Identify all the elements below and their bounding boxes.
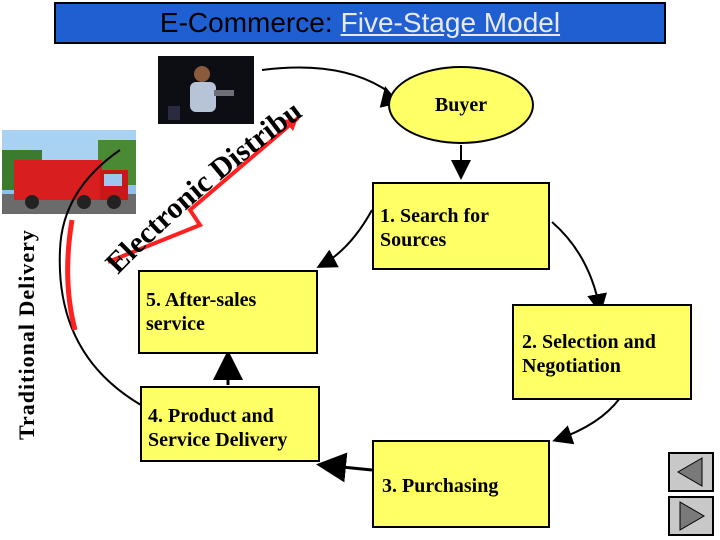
next-slide-button[interactable] [668, 496, 714, 536]
stage-4-box: 4. Product and Service Delivery [140, 386, 320, 462]
title-link[interactable]: Five-Stage Model [340, 7, 561, 38]
stage-5-box: 5. After-sales service [138, 270, 318, 354]
title-bar: E-Commerce: Five-Stage Model [54, 2, 666, 44]
stage-3-label: 3. Purchasing [382, 475, 499, 497]
arrow-selection-to-purchasing [552, 397, 621, 445]
stage-2-label: 2. Selection and Negotiation [522, 331, 656, 377]
stage-2-box: 2. Selection and Negotiation [512, 304, 692, 400]
stage-1-label: 1. Search for Sources [380, 205, 489, 251]
prev-slide-button[interactable] [668, 452, 714, 492]
arrow-buyer-loop [261, 66, 387, 91]
traditional-delivery-label: Traditional Delivery [14, 229, 39, 440]
presenter-photo [158, 56, 254, 124]
stage-3-box: 3. Purchasing [372, 440, 550, 528]
arrow-purchasing-to-delivery [316, 452, 373, 483]
stage-4-label: 4. Product and Service Delivery [148, 405, 288, 451]
buyer-node: Buyer [388, 66, 534, 144]
arrow-search-to-presenter [316, 209, 373, 268]
electronic-arrow-head [284, 118, 298, 131]
electronic-distribution-label: Electronic Distribution [0, 0, 308, 280]
next-slide-icon [679, 501, 705, 531]
buyer-label: Buyer [434, 93, 488, 116]
electronic-distribution-arrow [107, 116, 300, 264]
prev-slide-icon [677, 457, 703, 487]
stage-5-label: 5. After-sales service [146, 289, 257, 335]
presenter-icon [158, 56, 254, 124]
traditional-delivery-curve [58, 149, 151, 411]
traditional-delivery-red-arrow [65, 219, 78, 331]
arrow-search-to-selection [551, 221, 607, 314]
stage-1-box: 1. Search for Sources [372, 182, 550, 270]
title-prefix: E-Commerce: [159, 7, 333, 38]
